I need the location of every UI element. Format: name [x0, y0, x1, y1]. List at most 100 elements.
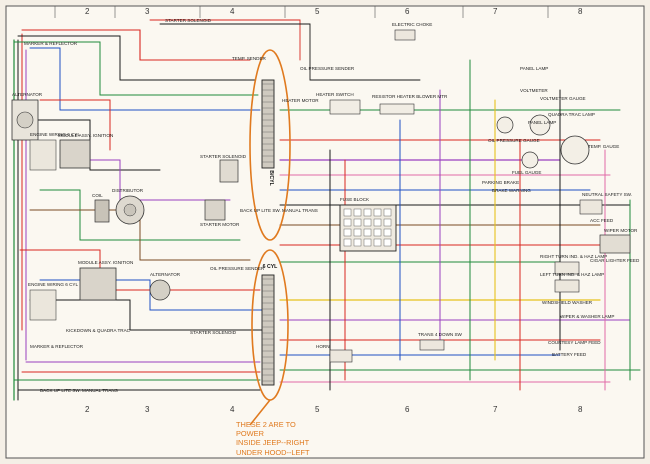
grid-marker-top-4: 4	[230, 7, 235, 16]
alternator-lower	[149, 279, 171, 301]
center-label: STARTER MOTOR	[200, 222, 240, 227]
highlight-pointer	[249, 399, 271, 426]
wire-brown-engine	[29, 209, 251, 261]
left-label: COIL	[92, 193, 103, 198]
grid-marker-bottom-3: 3	[145, 405, 150, 414]
alternator-upper-rotor	[16, 111, 34, 129]
fuse-cell	[373, 228, 382, 237]
grid-marker-top-5: 5	[315, 7, 320, 16]
fuse-cell	[363, 238, 372, 247]
right-label: WINDSHIELD WASHER	[542, 300, 593, 305]
left-label: MODULE ASSY. IGNITION	[78, 260, 133, 265]
fuel-gauge	[521, 151, 539, 169]
grid-marker-bottom-2: 2	[85, 405, 90, 414]
ignition-module-upper	[59, 139, 91, 169]
labels-center: STARTER SOLENOID HEATER SWITCH RESISTOR HE…	[165, 18, 463, 349]
right-label: OIL PRESSURE GAUGE	[488, 138, 540, 143]
grid-marker-top-3: 3	[145, 7, 150, 16]
grid-marker-top-2: 2	[85, 7, 90, 16]
left-label: MARKER & REFLECTOR	[24, 41, 78, 46]
neutral-safety-switch	[579, 199, 603, 215]
center-label: ELECTRIC CHOKE	[392, 22, 432, 27]
grid-marker-bottom-5: 5	[315, 405, 320, 414]
left-label: KICKDOWN & QUADRA TRAC	[66, 328, 131, 333]
right-label: WIPER MOTOR	[604, 228, 638, 233]
right-label: QUADRA TRAC LAMP	[548, 112, 595, 117]
center-label: BACK UP LITE SW. MANUAL TRANS	[240, 208, 318, 213]
right-label: NEUTRAL SAFETY SW.	[582, 192, 632, 197]
grid-marker-bottom-6: 6	[405, 405, 410, 414]
highlight-ovals	[249, 49, 291, 426]
right-label: CIGAR LIGHTER FEED	[590, 258, 640, 263]
right-label: WIPER & WASHER LAMP	[560, 314, 614, 319]
fuse-cell	[363, 218, 372, 227]
center-label: RESISTOR HEATER BLOWER MTR	[372, 94, 448, 99]
right-label: FUEL GAUGE	[512, 170, 541, 175]
right-label: COURTESY LAMP FEED	[548, 340, 601, 345]
fuse-cell	[373, 208, 382, 217]
annotation-line-2: POWER	[236, 429, 264, 439]
fuse-cell	[343, 238, 352, 247]
annotation-line-3: INSIDE JEEP--RIGHT	[236, 438, 310, 448]
highlight-oval-upper	[249, 49, 291, 241]
right-label: VOLTMETER	[520, 88, 548, 93]
center-label: STARTER SOLENOID	[190, 330, 237, 335]
connector-label-6cyl: 6 CYL	[263, 264, 279, 270]
trans-down-switch	[419, 339, 445, 351]
left-turn-lamp	[554, 279, 580, 293]
center-label: TRANS 4 DOWN SW	[418, 332, 463, 337]
heater-switch	[329, 99, 361, 115]
heater-resistor	[379, 103, 415, 115]
electric-choke	[394, 29, 416, 41]
right-label: RIGHT TURN IND. & HAZ LAMP	[540, 254, 607, 259]
components	[11, 29, 631, 363]
center-label: OIL PRESSURE SENDER	[210, 266, 265, 271]
fuse-cell	[363, 228, 372, 237]
fuse-block-cells	[343, 208, 392, 247]
wire-red-top	[21, 29, 251, 61]
center-label: HORN	[316, 344, 330, 349]
coil	[94, 199, 110, 223]
left-label: STARTER SOLENOID	[200, 154, 247, 159]
center-label: HEATER MOTOR	[282, 98, 319, 103]
grid-marker-bottom-7: 7	[493, 405, 498, 414]
annotation-line-1: THESE 2 ARE TO	[236, 420, 296, 429]
wire-black-upper	[159, 23, 421, 81]
wire-green-engine	[39, 189, 241, 241]
wire-black-top	[17, 35, 256, 81]
fuse-cell	[373, 218, 382, 227]
left-label: DISTRIBUTOR	[112, 188, 144, 193]
grid-marker-top-6: 6	[405, 7, 410, 16]
wire-bundles	[13, 19, 641, 401]
center-label: OIL PRESSURE SENDER	[300, 66, 355, 71]
connector-6-cyl	[261, 274, 275, 386]
connector-pins	[262, 83, 274, 382]
center-label: HEATER SWITCH	[316, 92, 354, 97]
right-label: LEFT TURN IND. & HAZ LAMP	[540, 272, 604, 277]
fuse-cell	[343, 218, 352, 227]
distributor-cap	[123, 203, 137, 217]
connector-8-cyl	[261, 79, 275, 169]
wire-red-alternator	[39, 99, 111, 151]
grid-marker-top-7: 7	[493, 7, 498, 16]
left-label: MARKER & REFLECTOR	[30, 344, 84, 349]
left-label: ENGINE WIRING 6 CYL	[28, 282, 78, 287]
diagram-frame	[5, 5, 645, 459]
grid-marker-bottom-8: 8	[578, 405, 583, 414]
oil-pressure-gauge	[496, 116, 514, 134]
connector-label-8cyl: B/CYL	[268, 170, 274, 186]
temp-gauge	[560, 135, 590, 165]
right-label: PANEL LAMP	[528, 120, 556, 125]
right-label: BRAKE WARNING	[492, 188, 531, 193]
left-label: MODULE ASSY. IGNITION	[58, 133, 113, 138]
quadra-trac-lamp	[529, 114, 551, 136]
starter-motor	[204, 199, 226, 221]
wire-red-upper	[149, 19, 301, 61]
engine-wiring-plate-lower	[29, 289, 57, 321]
right-label: PARKING BRAKE	[482, 180, 519, 185]
center-label: FUSE BLOCK	[340, 197, 370, 202]
right-label: TEMP. GAUGE	[588, 144, 619, 149]
